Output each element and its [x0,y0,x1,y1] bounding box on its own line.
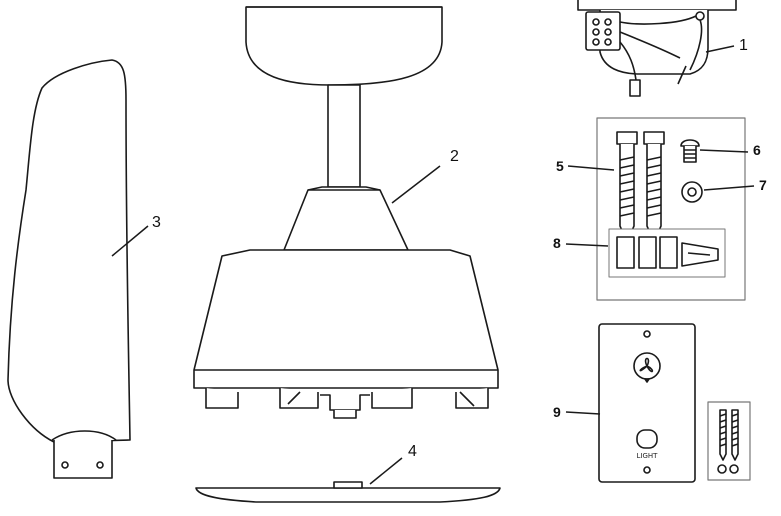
leader-line-7 [703,185,755,191]
fan-blade [7,59,131,479]
callout-2: 2 [450,148,459,165]
mounting-bracket [577,0,737,97]
callout-8: 8 [553,235,561,251]
light-cover-plate [195,481,501,503]
callout-5: 5 [556,158,564,174]
callout-1: 1 [739,37,748,54]
callout-4: 4 [408,443,417,460]
leader-line-2 [391,165,441,204]
balancing-kit [608,228,726,278]
fan-motor-assembly [193,6,499,419]
leader-line-9 [565,411,601,415]
leader-line-5 [567,165,615,171]
wall-screws-kit [707,401,751,481]
callout-3: 3 [152,214,161,231]
wall-control-light-label: LIGHT [637,452,659,460]
leader-line-6 [699,149,749,153]
callout-7: 7 [759,177,767,193]
mounting-screws [616,131,665,243]
washer [681,181,703,203]
leader-line-4 [369,457,403,485]
leader-line-3 [111,225,149,257]
leader-lines [111,45,755,485]
leader-line-1 [705,45,735,53]
wall-control [598,323,696,483]
bolt [680,139,700,163]
leader-line-8 [565,243,609,247]
callout-9: 9 [553,404,561,420]
callout-6: 6 [753,142,761,158]
hardware-kit [596,117,746,301]
